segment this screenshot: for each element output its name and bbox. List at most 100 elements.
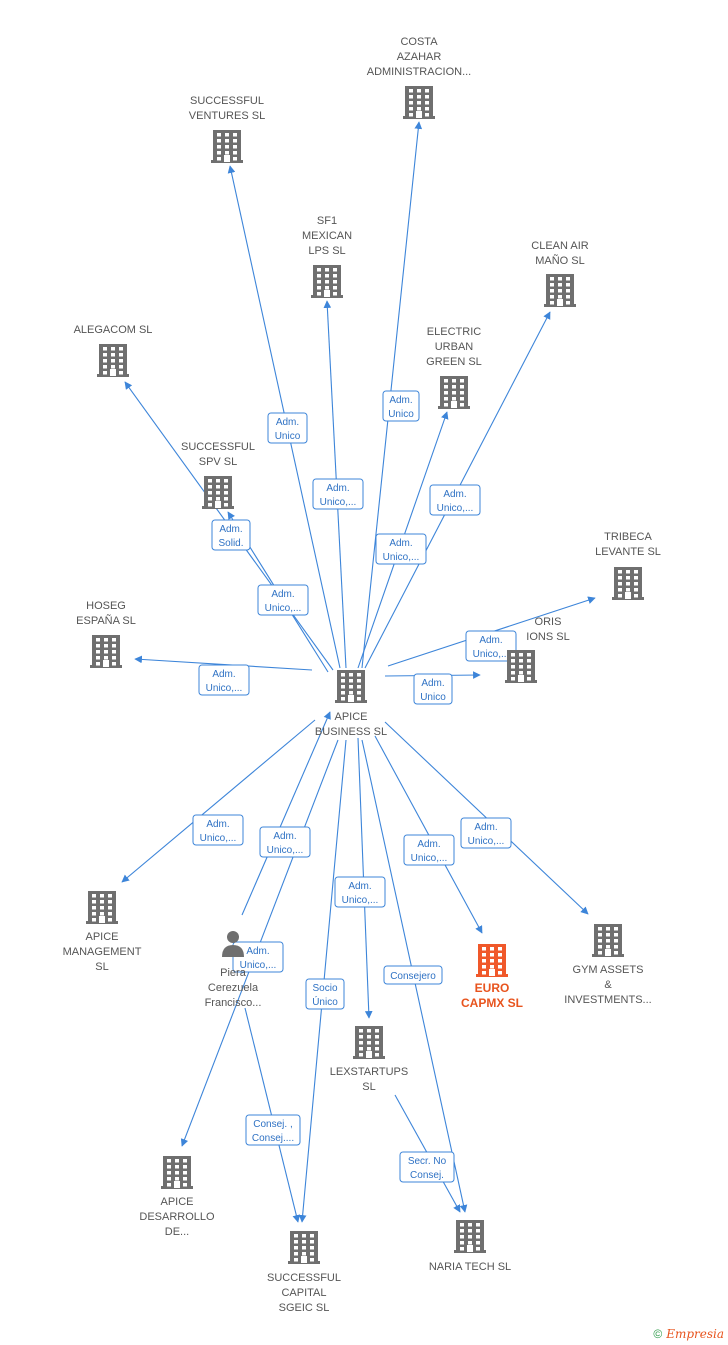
node-label: GREEN SL — [426, 356, 482, 368]
edge-label-text: Adm. — [206, 819, 229, 830]
edge-label-piera-to-successful_capital[interactable]: Consej. ,Consej.... — [245, 1114, 301, 1146]
building-icon — [211, 130, 243, 163]
node-piera[interactable]: PieraCerezuelaFrancisco... — [205, 931, 262, 1009]
edge-label-text: Unico,... — [267, 845, 304, 856]
edge-label-text: Unico,... — [206, 683, 243, 694]
edge-label-apice-to-euro_capmx[interactable]: Adm.Unico,... — [403, 834, 455, 866]
edge-label-apice-to-gym_assets[interactable]: Adm.Unico,... — [460, 817, 512, 849]
edge-label-apice-to-apice_mgmt[interactable]: Adm.Unico,... — [192, 814, 244, 846]
node-label: SUCCESSFUL — [267, 1272, 341, 1284]
edge-label-text: Adm. — [443, 489, 466, 500]
edge-label-box — [429, 484, 481, 516]
edge-label-text: Consej.... — [252, 1133, 294, 1144]
node-label: VENTURES SL — [189, 110, 265, 122]
edge-label-apice-to-successful_ventures[interactable]: Adm. Unico — [267, 412, 308, 444]
edge-label-piera-to-apice[interactable]: Adm.Unico,... — [259, 826, 311, 858]
edge-label-apice-to-sf1[interactable]: Adm. Unico,... — [312, 478, 364, 510]
building-icon — [505, 650, 537, 683]
edge-label-apice-to-alegacom[interactable]: Adm. Solid. — [211, 519, 251, 551]
edge-label-text: Adm. — [326, 483, 349, 494]
edge-label-text: Adm. — [389, 538, 412, 549]
edge-label-box — [257, 584, 309, 616]
edge-label-box — [245, 1114, 301, 1146]
node-label: IONS SL — [526, 631, 569, 643]
node-label: APICE — [334, 711, 367, 723]
node-label: ESPAÑA SL — [76, 614, 136, 627]
edge-label-text: Adm. — [276, 417, 299, 428]
edge-label-text: Unico,... — [383, 552, 420, 563]
building-icon — [86, 891, 118, 924]
edge-label-text: Unico — [388, 409, 414, 420]
node-apice_desarrollo[interactable]: APICEDESARROLLODE... — [139, 1156, 215, 1238]
building-icon — [612, 567, 644, 600]
edge-label-apice-to-oris[interactable]: Adm. Unico — [413, 673, 453, 705]
node-apice[interactable]: APICE BUSINESS SL — [315, 670, 387, 738]
edge-label-text: Adm. — [271, 589, 294, 600]
edge-label-text: Adm. — [389, 395, 412, 406]
building-icon — [335, 670, 367, 703]
edge-label-text: Unico — [420, 692, 446, 703]
node-label: SF1 — [317, 215, 337, 227]
building-icon — [476, 944, 508, 977]
edge-apice-to-apice_mgmt — [121, 719, 316, 883]
node-label: Cerezuela — [208, 982, 259, 994]
node-label: INVESTMENTS... — [564, 994, 651, 1006]
brand-footer[interactable]: ©Empresia — [653, 1327, 724, 1341]
edge-label-apice-to-successful_spv[interactable]: Adm. Unico,... — [257, 584, 309, 616]
edge-label-box — [383, 965, 443, 985]
edge-label-text: Unico — [275, 431, 301, 442]
node-label: ADMINISTRACION... — [367, 66, 472, 78]
node-naria[interactable]: NARIA TECH SL — [429, 1220, 511, 1273]
node-label: APICE — [85, 931, 118, 943]
edge-label-text: Adm. — [212, 669, 235, 680]
edge-label-apice-to-naria[interactable]: Consejero — [383, 965, 443, 985]
node-label: Piera — [220, 967, 247, 979]
edge-label-text: Unico,... — [320, 497, 357, 508]
node-label: NARIA TECH SL — [429, 1261, 511, 1273]
node-costa[interactable]: COSTAAZAHARADMINISTRACION... — [367, 36, 472, 119]
building-icon — [97, 344, 129, 377]
node-label: SL — [95, 961, 108, 973]
edge-label-apice-to-clean_air[interactable]: Adm.Unico,... — [429, 484, 481, 516]
node-label: ALEGACOM SL — [74, 324, 153, 336]
node-label: SUCCESSFUL — [181, 441, 255, 453]
edge-label-apice-to-electric[interactable]: Adm. Unico,... — [375, 533, 427, 565]
edge-label-box — [211, 519, 251, 551]
node-label: URBAN — [435, 341, 474, 353]
edge-piera-to-apice — [241, 711, 331, 916]
node-label: MEXICAN — [302, 230, 352, 242]
edge-label-apice-to-hoseg[interactable]: Adm. Unico,... — [198, 664, 250, 696]
edge-label-text: Adm. — [417, 839, 440, 850]
edge-label-box — [334, 876, 386, 908]
edge-label-box — [460, 817, 512, 849]
node-label: AZAHAR — [397, 51, 442, 63]
edge-label-apice-to-tribeca[interactable]: Adm.Unico,... — [465, 630, 517, 662]
edge-label-apice-to-lexstartups[interactable]: Adm.Unico,... — [334, 876, 386, 908]
node-alegacom[interactable]: ALEGACOM SL — [74, 324, 153, 377]
edge-label-text: Solid. — [218, 538, 243, 549]
node-label: CAPMX SL — [461, 996, 523, 1010]
copyright-icon: © — [653, 1327, 663, 1341]
node-gym_assets[interactable]: GYM ASSETS&INVESTMENTS... — [564, 924, 652, 1006]
edge-label-apice-to-costa[interactable]: Adm. Unico — [382, 390, 420, 422]
node-label: EURO — [475, 981, 510, 995]
edge-label-text: Unico,... — [265, 603, 302, 614]
edge-label-text: Adm. — [219, 524, 242, 535]
node-label: BUSINESS SL — [315, 726, 387, 738]
edge-label-box — [413, 673, 453, 705]
edge-label-text: Adm. — [421, 678, 444, 689]
